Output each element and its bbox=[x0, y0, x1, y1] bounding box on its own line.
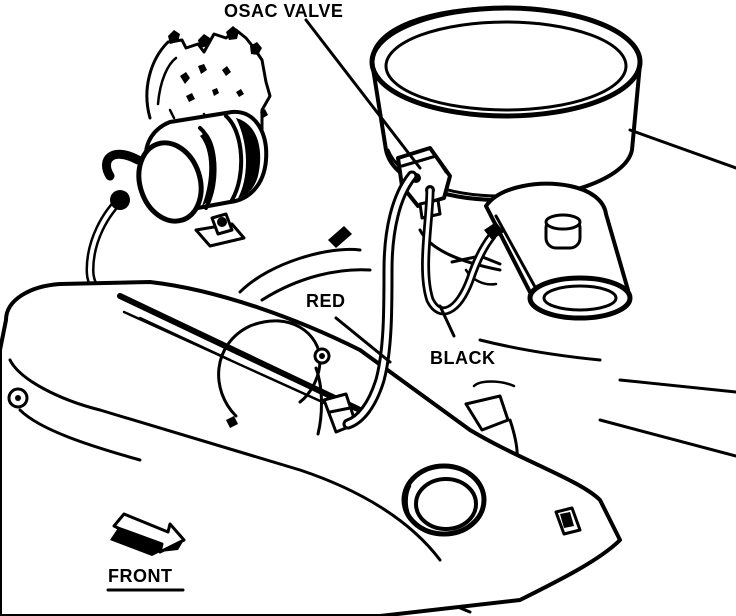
vacuum-advance-unit bbox=[136, 109, 269, 224]
distributor-clamp bbox=[194, 212, 246, 248]
mounting-screw bbox=[328, 226, 352, 248]
air-cleaner-snorkel bbox=[484, 181, 633, 321]
osac-valve-label: OSAC VALVE bbox=[224, 1, 343, 21]
black-hose-label: BLACK bbox=[430, 348, 496, 368]
red-hose-label: RED bbox=[306, 291, 346, 311]
breather-hose-loop bbox=[217, 319, 331, 436]
valve-cover-clip-right bbox=[554, 506, 582, 536]
valve-cover bbox=[0, 280, 622, 616]
air-cleaner bbox=[369, 5, 736, 202]
advance-vacuum-hose bbox=[85, 149, 143, 305]
osac-valve-leader bbox=[304, 18, 422, 170]
front-label: FRONT bbox=[108, 566, 173, 586]
oil-filler-cap bbox=[401, 463, 487, 537]
arrow-right-icon bbox=[110, 512, 186, 556]
red-leader bbox=[334, 316, 392, 364]
black-leader bbox=[438, 304, 456, 338]
red-vacuum-hose bbox=[342, 170, 418, 430]
